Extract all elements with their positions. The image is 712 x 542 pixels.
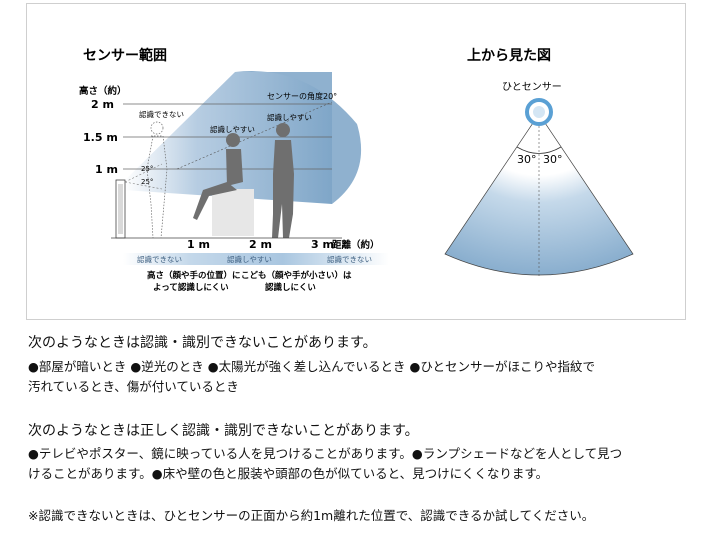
angle-guide	[176, 101, 333, 170]
angle-callout: センサーの角度20°	[267, 91, 337, 101]
angle-ray-upper	[124, 163, 163, 183]
strip-label-far: 認識できない	[327, 254, 372, 264]
person-seated	[193, 133, 254, 236]
detection-strip	[123, 253, 389, 265]
note1-heading: 次のようなときは認識・識別できないことがあります。	[28, 335, 377, 351]
top-view-angle-arc	[516, 146, 562, 154]
top-view-angle-left: 30°	[517, 153, 537, 166]
sensor-device-body	[118, 184, 123, 234]
person-near-outline	[146, 121, 168, 239]
sensor-label: ひとセンサー	[502, 81, 562, 93]
distance-tick-1m: 1 m	[187, 238, 210, 251]
caption-left-line1: 高さ（顔や手の位置）に	[147, 270, 241, 281]
side-view-title: センサー範囲	[83, 47, 167, 64]
angle-mark-lower: 25°	[141, 178, 153, 186]
top-view-title: 上から見た図	[467, 48, 551, 64]
note2-heading: 次のようなときは正しく認識・識別できないことがあります。	[28, 423, 419, 439]
height-tick-1-5m: 1.5 m	[83, 131, 118, 144]
note2-line2: けることがあります。●床や壁の色と服装や頭部の色が似ていると、見つけにくくなりま…	[28, 466, 549, 481]
distance-axis-label: 距離（約）	[332, 239, 380, 251]
sensor-ring-center	[533, 106, 545, 118]
top-view-angle-right: 30°	[543, 153, 563, 166]
height-axis-label: 高さ（約）	[79, 85, 127, 97]
height-tick-2m: 2 m	[91, 98, 114, 111]
note1-line1: ●部屋が暗いとき ●逆光のとき ●太陽光が強く差し込んでいるとき ●ひとセンサー…	[28, 359, 596, 374]
zone-label-middle: 認識しやすい	[210, 124, 255, 134]
caption-right-line2: 認識しにくい	[265, 282, 316, 293]
note1-line2: 汚れているとき、傷が付いているとき	[28, 379, 239, 394]
distance-tick-3m: 3 m	[311, 238, 334, 251]
caption-left-line2: よって認識しにくい	[153, 282, 229, 293]
note3: ※認識できないときは、ひとセンサーの正面から約1m離れた位置で、認識できるか試し…	[28, 508, 595, 523]
zone-label-far-upper: 認識しやすい	[267, 112, 312, 122]
note2-line1: ●テレビやポスター、鏡に映っている人を見つけることがあります。●ランプシェードな…	[28, 446, 623, 461]
sensor-diagram: センサー範囲 高さ（約） 2 m 1.5 m 1 m センサーの角度20° 25…	[79, 47, 634, 293]
zone-label-near-upper: 認識できない	[139, 109, 184, 119]
note1-body: ●部屋が暗いとき ●逆光のとき ●太陽光が強く差し込んでいるとき ●ひとセンサー…	[28, 357, 692, 397]
sensor-range-figure: センサー範囲 高さ（約） 2 m 1.5 m 1 m センサーの角度20° 25…	[26, 3, 686, 320]
note2-body: ●テレビやポスター、鏡に映っている人を見つけることがあります。●ランプシェードな…	[28, 444, 692, 484]
distance-tick-2m: 2 m	[249, 238, 272, 251]
sensor-beam-edge	[235, 71, 362, 204]
height-tick-1m: 1 m	[95, 163, 118, 176]
person-standing	[272, 123, 294, 238]
strip-label-near: 認識できない	[137, 254, 182, 264]
caption-right-line1: こども（顔や手が小さい）は	[241, 270, 352, 281]
strip-label-middle: 認識しやすい	[227, 254, 272, 264]
